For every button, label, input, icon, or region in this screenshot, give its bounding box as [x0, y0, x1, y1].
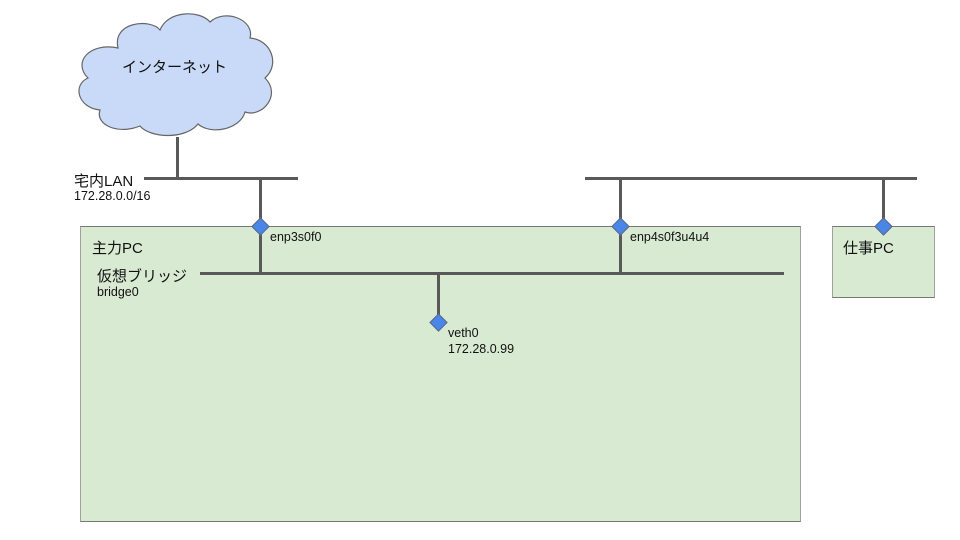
bridge-bus [200, 272, 784, 275]
home-lan-bus-right [585, 177, 917, 180]
internet-uplink [176, 137, 179, 179]
veth0-label: veth0 [448, 326, 479, 340]
enp4s0f3u4u4-label: enp4s0f3u4u4 [630, 230, 710, 244]
bridge-label: 仮想ブリッジ [97, 268, 188, 285]
enp3s0f0-label: enp3s0f0 [270, 230, 322, 244]
veth0-address: 172.28.0.99 [448, 342, 515, 356]
main-pc-box[interactable] [80, 226, 801, 522]
home-lan-label: 宅内LAN [74, 173, 134, 190]
work-pc-link [882, 179, 885, 221]
home-lan-bus-left [144, 177, 298, 180]
main-pc-label: 主力PC [92, 240, 143, 257]
work-pc-label: 仕事PC [843, 240, 894, 257]
veth0-link [437, 274, 440, 318]
home-lan-subnet: 172.28.0.0/16 [74, 189, 151, 203]
work-pc-box[interactable] [832, 226, 935, 298]
internet-cloud [78, 13, 274, 136]
bridge-name: bridge0 [97, 285, 139, 299]
internet-label: インターネット [122, 59, 228, 76]
